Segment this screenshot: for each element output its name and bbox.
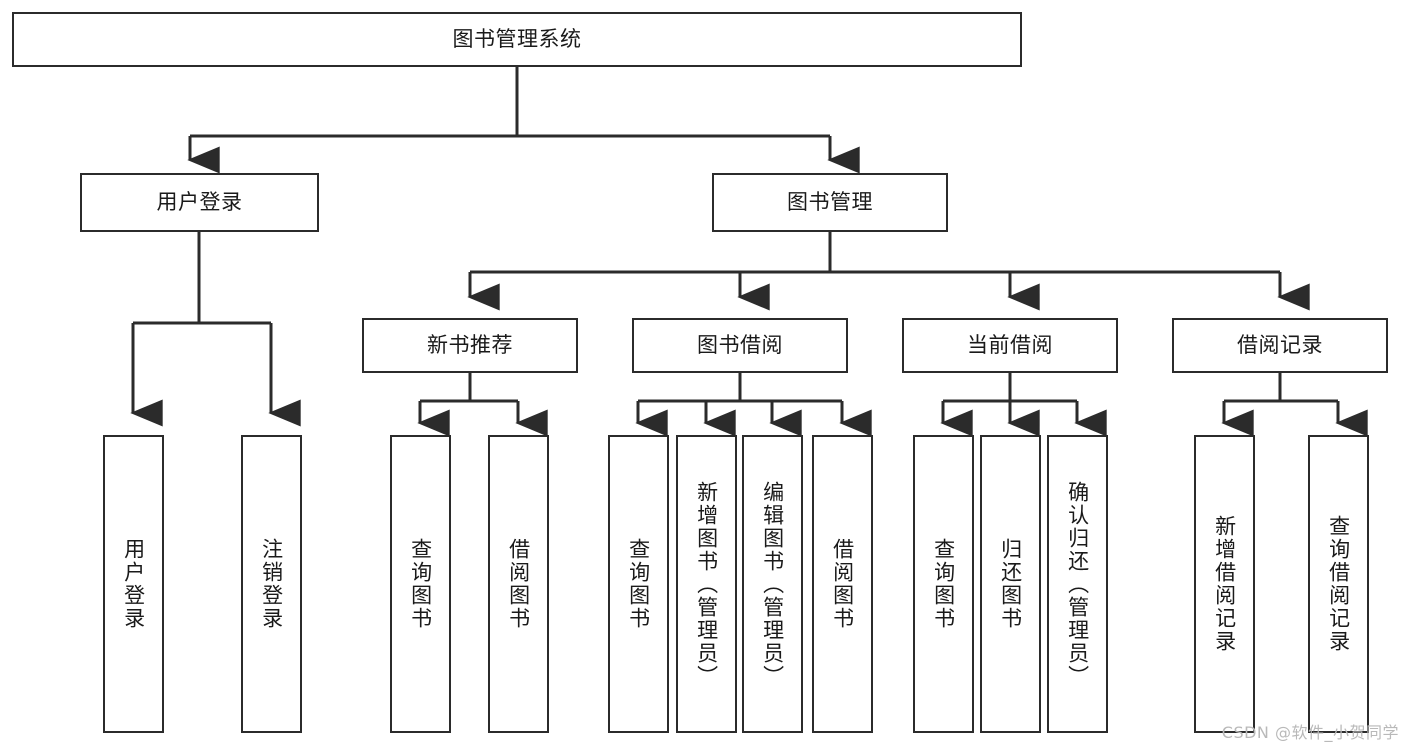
- node-label: 图书管理系统: [452, 26, 582, 51]
- node-label: 图书管理: [787, 189, 873, 214]
- node-label: 注销登录: [259, 538, 284, 630]
- node-label: 借阅图书: [506, 538, 531, 630]
- leaf-user-login-logout[interactable]: 注销登录: [241, 435, 302, 733]
- node-label: 查询图书: [626, 538, 651, 630]
- node-label: 当前借阅: [967, 332, 1053, 357]
- leaf-borrow-record-query-record[interactable]: 查询借阅记录: [1308, 435, 1369, 733]
- node-borrow-record[interactable]: 借阅记录: [1172, 318, 1388, 373]
- node-label: 用户登录: [121, 538, 146, 630]
- node-label: 借阅图书: [830, 538, 855, 630]
- node-label: 新增借阅记录: [1212, 515, 1237, 653]
- leaf-user-login-login[interactable]: 用户登录: [103, 435, 164, 733]
- node-new-book-recommend[interactable]: 新书推荐: [362, 318, 578, 373]
- node-label: 图书借阅: [697, 332, 783, 357]
- leaf-book-borrow-add-book-admin[interactable]: 新增图书（管理员）: [676, 435, 737, 733]
- csdn-watermark: CSDN @软件_小贺同学: [1221, 723, 1399, 742]
- node-label: 编辑图书（管理员）: [760, 480, 785, 688]
- node-label: 用户登录: [156, 189, 243, 214]
- leaf-current-borrow-confirm-return-admin[interactable]: 确认归还（管理员）: [1047, 435, 1108, 733]
- node-label: 归还图书: [998, 538, 1023, 630]
- node-label: 新增图书（管理员）: [694, 480, 719, 688]
- leaf-book-borrow-borrow-book[interactable]: 借阅图书: [812, 435, 873, 733]
- node-label: 查询图书: [408, 538, 433, 630]
- leaf-new-book-borrow-book[interactable]: 借阅图书: [488, 435, 549, 733]
- node-label: 确认归还（管理员）: [1065, 480, 1090, 688]
- node-label: 借阅记录: [1237, 332, 1323, 357]
- node-label: 新书推荐: [427, 332, 513, 357]
- leaf-book-borrow-query-book[interactable]: 查询图书: [608, 435, 669, 733]
- leaf-current-borrow-query-book[interactable]: 查询图书: [913, 435, 974, 733]
- leaf-current-borrow-return-book[interactable]: 归还图书: [980, 435, 1041, 733]
- leaf-new-book-query-book[interactable]: 查询图书: [390, 435, 451, 733]
- leaf-borrow-record-add-record[interactable]: 新增借阅记录: [1194, 435, 1255, 733]
- node-label: 查询图书: [931, 538, 956, 630]
- node-root-book-management-system[interactable]: 图书管理系统: [12, 12, 1022, 67]
- leaf-book-borrow-edit-book-admin[interactable]: 编辑图书（管理员）: [742, 435, 803, 733]
- node-current-borrow[interactable]: 当前借阅: [902, 318, 1118, 373]
- node-label: 查询借阅记录: [1326, 515, 1351, 653]
- node-user-login[interactable]: 用户登录: [80, 173, 319, 232]
- node-book-borrow[interactable]: 图书借阅: [632, 318, 848, 373]
- node-book-management[interactable]: 图书管理: [712, 173, 948, 232]
